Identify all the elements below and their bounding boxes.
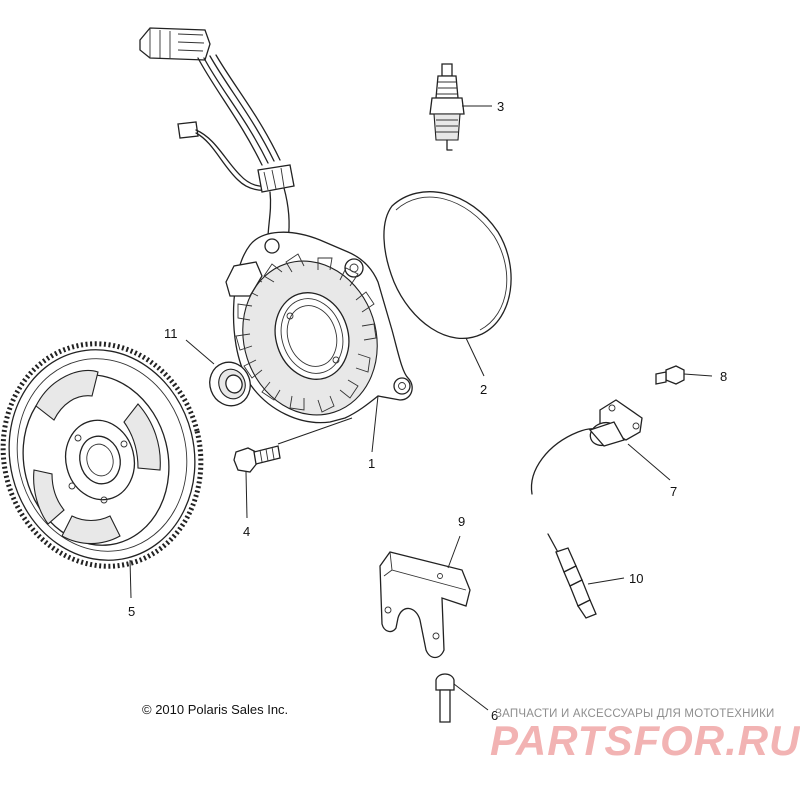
- callout-2: 2: [480, 382, 487, 397]
- callout-4: 4: [243, 524, 250, 539]
- bolt-part-8: [655, 365, 685, 385]
- callout-5: 5: [128, 604, 135, 619]
- bracket-part-9: [379, 551, 471, 659]
- callout-labels: 1 2 3 4 5 6 7 8 9 10 11: [128, 99, 727, 723]
- spark-plug-part-3: [429, 63, 465, 151]
- callout-6: 6: [491, 708, 498, 723]
- watermark-tagline: ЗАПЧАСТИ И АКСЕССУАРЫ ДЛЯ МОТОТЕХНИКИ: [495, 708, 775, 720]
- pickup-sensor-part-7: [530, 399, 643, 495]
- stator-wiring-harness: [139, 27, 295, 241]
- callout-8: 8: [720, 369, 727, 384]
- stator-part-1: [225, 231, 413, 424]
- callout-7: 7: [670, 484, 677, 499]
- gasket-part-2: [383, 191, 512, 339]
- watermark-logo: PARTSFOR.RU: [490, 717, 800, 764]
- callout-1: 1: [368, 456, 375, 471]
- leader-lines: [129, 105, 713, 711]
- rivet-part-6: [435, 673, 455, 723]
- sensor-probe-part-10: [547, 533, 597, 619]
- seal-part-11: [209, 361, 251, 407]
- callout-9: 9: [458, 514, 465, 529]
- copyright-notice: © 2010 Polaris Sales Inc.: [142, 702, 289, 717]
- flywheel-part-5: [0, 341, 204, 569]
- screw-part-4: [233, 445, 281, 473]
- callout-3: 3: [497, 99, 504, 114]
- callout-10: 10: [629, 571, 643, 586]
- callout-11: 11: [164, 326, 178, 341]
